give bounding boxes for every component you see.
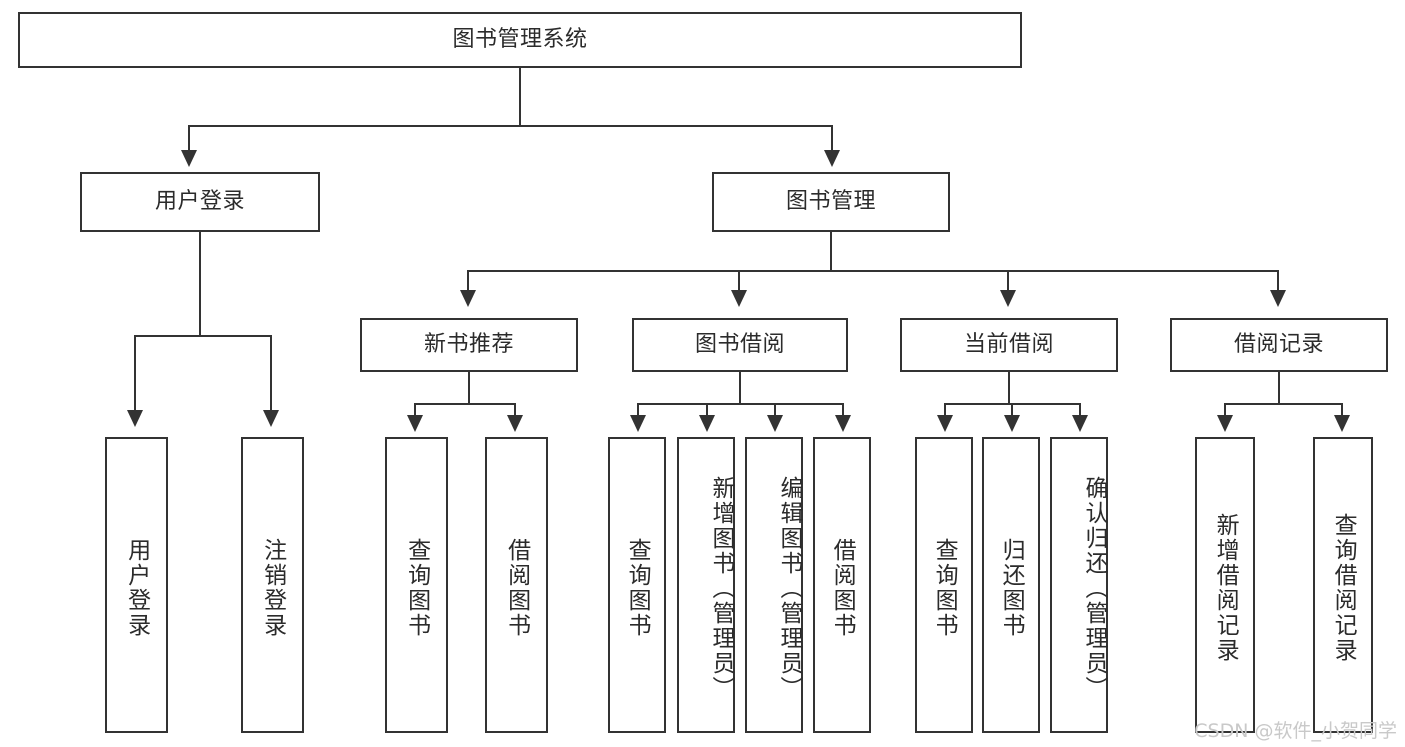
node-label: 借阅图书 [829,538,856,638]
connector-book-manage-stem [830,232,832,270]
node-label: 确认归还（管理员） [1081,475,1107,701]
node-label: 查询图书 [403,538,430,638]
connector-level3-bus [467,270,1279,272]
arrowhead-leaf-add-book [699,415,715,432]
connector-borrow-record-stem [1278,372,1280,403]
node-label: 借阅记录 [1233,332,1324,358]
node-label: 图书管理 [785,189,876,215]
connector-drop-new-book-recommend [467,270,469,292]
connector-user-login-stem [199,232,201,335]
arrowhead-leaf-add-record [1217,415,1233,432]
node-leaf-user-logout[interactable]: 注销登录 [241,437,304,733]
connector-user-login-bus [134,335,271,337]
node-label: 用户登录 [154,189,245,215]
arrowhead-leaf-query-book-1 [407,415,423,432]
connector-drop-leaf-borrow-book-1 [514,403,516,417]
node-leaf-user-login[interactable]: 用户登录 [105,437,168,733]
node-leaf-query-book-3[interactable]: 查询图书 [915,437,973,733]
node-user-login[interactable]: 用户登录 [80,172,320,232]
connector-drop-book-manage [831,125,833,152]
arrowhead-leaf-edit-book [767,415,783,432]
arrowhead-leaf-return-book [1004,415,1020,432]
node-leaf-add-book[interactable]: 新增图书（管理员） [677,437,735,733]
node-leaf-borrow-book-2[interactable]: 借阅图书 [813,437,871,733]
connector-current-borrow-stem [1008,372,1010,403]
connector-root-stem [519,68,521,125]
arrowhead-current-borrow [1000,290,1016,307]
arrowhead-leaf-query-book-2 [630,415,646,432]
connector-new-book-recommend-bus [414,403,515,405]
node-label: 注销登录 [259,538,286,638]
node-book-borrow[interactable]: 图书借阅 [632,318,848,372]
connector-drop-user-login [188,125,190,152]
arrowhead-leaf-user-login [127,410,143,427]
node-new-book-recommend[interactable]: 新书推荐 [360,318,578,372]
node-book-management[interactable]: 图书管理 [712,172,950,232]
node-label: 查询借阅记录 [1330,513,1357,663]
connector-drop-leaf-return-book [1011,403,1013,417]
connector-drop-leaf-query-book-2 [637,403,639,417]
connector-book-borrow-stem [739,372,741,403]
node-label: 查询图书 [624,538,651,638]
node-label: 当前借阅 [963,332,1054,358]
connector-drop-leaf-query-book-3 [944,403,946,417]
connector-drop-leaf-add-record [1224,403,1226,417]
connector-new-book-recommend-stem [468,372,470,403]
node-label: 新书推荐 [423,332,514,358]
arrowhead-leaf-borrow-book-2 [835,415,851,432]
connector-level2-bus [188,125,833,127]
connector-drop-current-borrow [1007,270,1009,292]
connector-drop-leaf-borrow-book-2 [842,403,844,417]
node-label: 新增借阅记录 [1212,513,1239,663]
arrowhead-leaf-user-logout [263,410,279,427]
node-leaf-add-record[interactable]: 新增借阅记录 [1195,437,1255,733]
connector-borrow-record-bus [1224,403,1343,405]
node-label: 用户登录 [123,538,150,638]
arrowhead-new-book-recommend [460,290,476,307]
node-current-borrow[interactable]: 当前借阅 [900,318,1118,372]
connector-drop-leaf-user-logout [270,335,272,412]
connector-drop-leaf-confirm-return [1079,403,1081,417]
connector-drop-book-borrow [738,270,740,292]
connector-drop-borrow-record [1277,270,1279,292]
connector-drop-leaf-query-book-1 [414,403,416,417]
node-label: 归还图书 [998,538,1025,638]
node-leaf-query-book-1[interactable]: 查询图书 [385,437,448,733]
node-leaf-borrow-book-1[interactable]: 借阅图书 [485,437,548,733]
connector-drop-leaf-add-book [706,403,708,417]
connector-book-borrow-bus [637,403,843,405]
node-label: 新增图书（管理员） [708,475,734,701]
arrowhead-borrow-record [1270,290,1286,307]
node-label: 编辑图书（管理员） [776,475,802,701]
node-leaf-confirm-return[interactable]: 确认归还（管理员） [1050,437,1108,733]
arrowhead-leaf-confirm-return [1072,415,1088,432]
connector-drop-leaf-edit-book [774,403,776,417]
arrowhead-user-login [181,150,197,167]
arrowhead-book-borrow [731,290,747,307]
node-label: 图书借阅 [694,332,785,358]
connector-drop-leaf-user-login [134,335,136,412]
node-leaf-query-record[interactable]: 查询借阅记录 [1313,437,1373,733]
node-borrow-record[interactable]: 借阅记录 [1170,318,1388,372]
arrowhead-leaf-query-book-3 [937,415,953,432]
arrowhead-leaf-query-record [1334,415,1350,432]
node-leaf-return-book[interactable]: 归还图书 [982,437,1040,733]
node-label: 图书管理系统 [452,27,588,53]
node-label: 借阅图书 [503,538,530,638]
node-root-book-management-system[interactable]: 图书管理系统 [18,12,1022,68]
node-leaf-query-book-2[interactable]: 查询图书 [608,437,666,733]
arrowhead-book-manage [824,150,840,167]
node-leaf-edit-book[interactable]: 编辑图书（管理员） [745,437,803,733]
node-label: 查询图书 [931,538,958,638]
connector-drop-leaf-query-record [1341,403,1343,417]
arrowhead-leaf-borrow-book-1 [507,415,523,432]
